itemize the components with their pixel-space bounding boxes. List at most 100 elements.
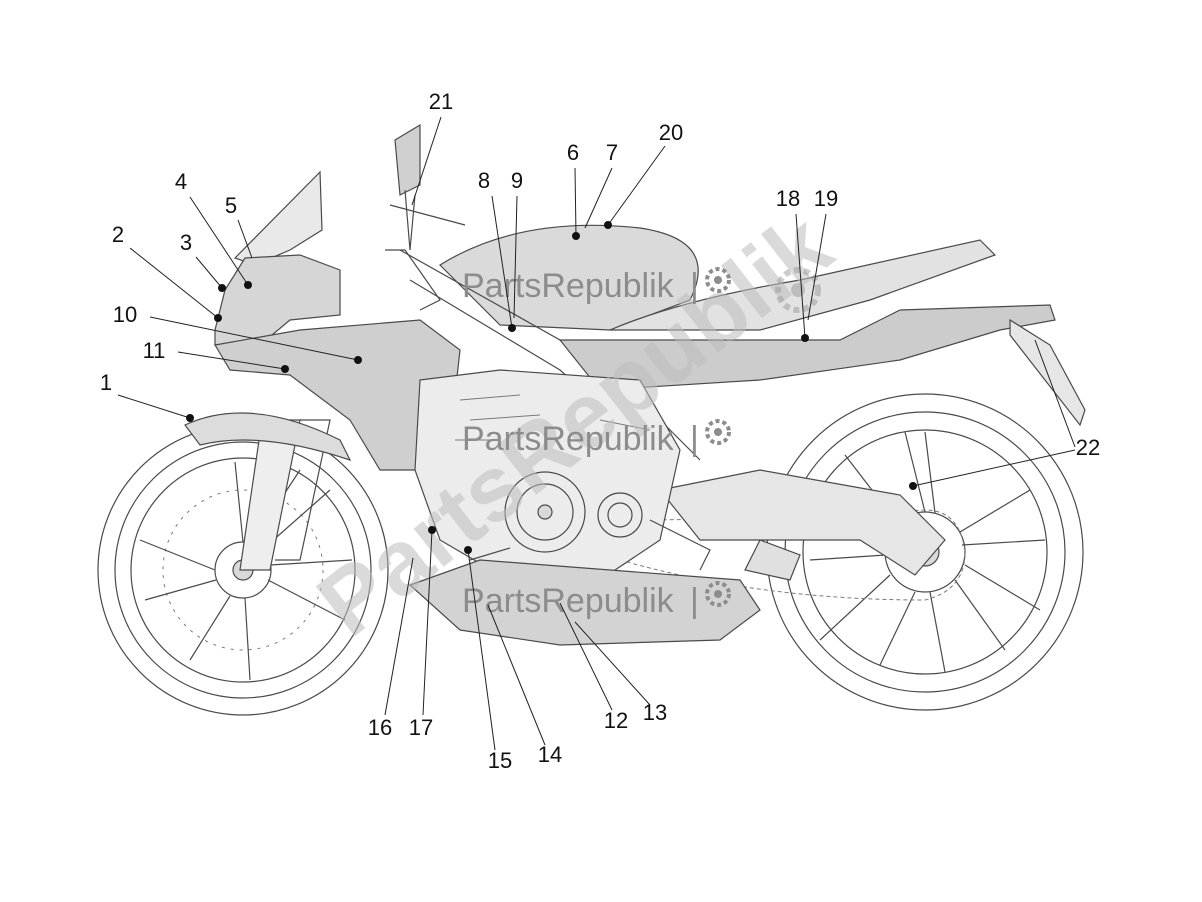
callout-number: 20 — [659, 120, 683, 145]
leader-line — [129, 247, 219, 319]
callout-12: 12 — [559, 602, 628, 733]
handlebar — [385, 194, 466, 311]
decal-marker-dot — [508, 324, 516, 332]
callout-5: 5 — [225, 193, 253, 259]
belly-pan — [408, 559, 761, 646]
front-fender — [184, 412, 352, 462]
watermark-top: PartsRepublik | — [462, 267, 731, 305]
callout-11: 11 — [143, 338, 289, 373]
decal-marker-dot — [801, 334, 809, 342]
leader-line — [189, 196, 249, 286]
watermark-separator: | — [690, 582, 699, 620]
leader-line — [384, 557, 414, 716]
callout-15: 15 — [464, 546, 512, 773]
footpeg — [469, 519, 711, 571]
leader-line — [117, 394, 191, 419]
callout-number: 3 — [180, 230, 192, 255]
callout-number: 8 — [478, 168, 490, 193]
decal-marker-dot — [186, 414, 194, 422]
watermark-text: PartsRepublik — [462, 420, 675, 458]
leader-line — [491, 195, 513, 329]
leader-line — [795, 213, 806, 339]
windscreen — [233, 170, 323, 266]
leader-line — [422, 529, 433, 716]
callout-16: 16 — [368, 557, 414, 740]
callout-1: 1 — [100, 370, 194, 422]
callout-number: 13 — [643, 700, 667, 725]
callout-8: 8 — [478, 168, 516, 332]
callout-3: 3 — [180, 230, 226, 292]
callout-number: 14 — [538, 742, 562, 767]
callout-number: 21 — [429, 89, 453, 114]
callout-19: 19 — [807, 186, 838, 321]
gear-icon — [705, 581, 731, 607]
leader-line — [607, 145, 666, 226]
callout-2: 2 — [112, 222, 222, 322]
decal-marker-dot — [604, 221, 612, 229]
callout-number: 6 — [567, 140, 579, 165]
watermark-bottom: PartsRepublik | — [462, 581, 731, 620]
callout-number: 7 — [606, 140, 618, 165]
decal-marker-dot — [428, 526, 436, 534]
leader-line — [237, 219, 253, 259]
callout-number: 16 — [368, 715, 392, 740]
leader-line — [559, 602, 613, 711]
decal-marker-dot — [218, 284, 226, 292]
front-wheel — [97, 424, 389, 716]
decal-marker-dot — [244, 281, 252, 289]
callout-9: 9 — [511, 168, 523, 319]
fuel-tank — [439, 224, 699, 331]
leader-line — [1034, 339, 1076, 448]
callout-number: 18 — [776, 186, 800, 211]
mirror — [394, 123, 421, 196]
callout-number: 5 — [225, 193, 237, 218]
watermark-separator: | — [690, 420, 699, 458]
leader-line — [574, 167, 577, 237]
callout-number: 4 — [175, 169, 187, 194]
decal-marker-dot — [464, 546, 472, 554]
engine — [414, 369, 681, 581]
callout-4: 4 — [175, 169, 252, 289]
callout-7: 7 — [584, 140, 618, 229]
leader-line — [912, 449, 1076, 487]
callout-22: 22 — [909, 339, 1100, 490]
callout-17: 17 — [409, 526, 436, 740]
leader-line — [574, 621, 651, 706]
callout-number: 15 — [488, 748, 512, 773]
callout-18: 18 — [776, 186, 809, 342]
decal-marker-dot — [214, 314, 222, 322]
watermark-text: PartsRepublik — [462, 267, 675, 305]
leader-line — [411, 116, 442, 206]
callout-13: 13 — [574, 621, 667, 725]
decal-marker-dot — [909, 482, 917, 490]
tail-section — [558, 304, 1056, 391]
leader-line — [807, 213, 827, 321]
callout-20: 20 — [604, 120, 683, 229]
watermark-middle: PartsRepublik | — [462, 419, 731, 458]
leader-line — [195, 256, 223, 289]
leader-line — [149, 316, 359, 361]
decal-marker-dot — [572, 232, 580, 240]
watermark-text: PartsRepublik — [462, 582, 675, 620]
leader-line — [177, 351, 286, 370]
callout-number: 1 — [100, 370, 112, 395]
callout-number: 22 — [1076, 435, 1100, 460]
callout-number: 12 — [604, 708, 628, 733]
exhaust — [744, 539, 801, 581]
leader-line — [584, 167, 613, 229]
watermark-separator: | — [690, 267, 699, 305]
callout-6: 6 — [567, 140, 580, 240]
callout-number: 17 — [409, 715, 433, 740]
gear-icon — [705, 419, 731, 445]
decal-marker-dot — [354, 356, 362, 364]
callout-number: 11 — [143, 338, 166, 363]
swingarm — [658, 469, 946, 576]
callout-10: 10 — [113, 302, 362, 364]
leader-line — [513, 195, 518, 319]
callout-number: 10 — [113, 302, 137, 327]
leader-line — [467, 549, 496, 751]
decal-marker-dot — [281, 365, 289, 373]
gear-icon — [705, 267, 731, 293]
